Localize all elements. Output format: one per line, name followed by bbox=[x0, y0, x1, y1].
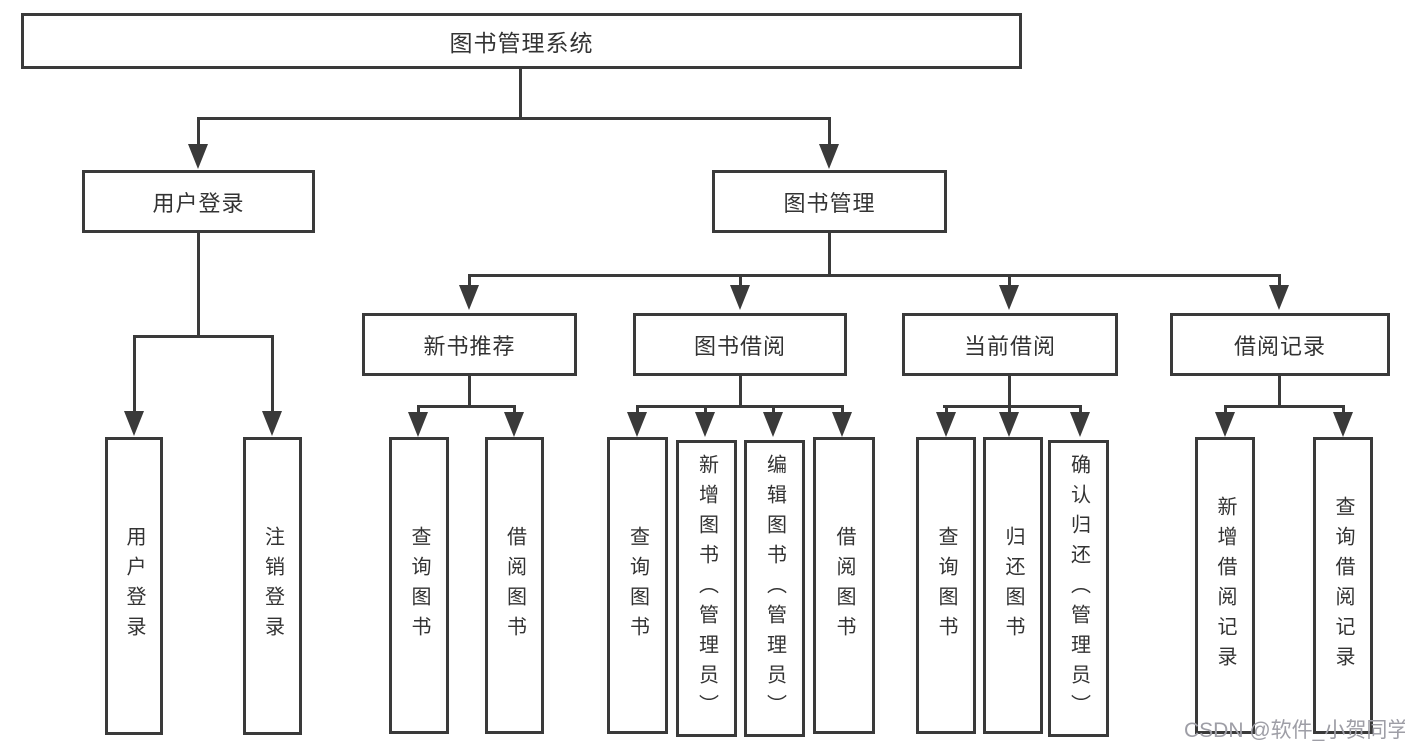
leaf-borrow-books-borrowing: 借阅图书 bbox=[813, 437, 875, 734]
arrow-down-icon bbox=[408, 412, 428, 437]
connector-line bbox=[468, 274, 1281, 277]
connector-line bbox=[1008, 376, 1011, 405]
connector-line bbox=[1278, 376, 1281, 405]
connector-line bbox=[513, 405, 516, 412]
arrow-down-icon bbox=[1269, 285, 1289, 310]
node-root: 图书管理系统 bbox=[21, 13, 1022, 69]
arrow-down-icon bbox=[188, 144, 208, 169]
connector-line bbox=[197, 117, 200, 145]
connector-line bbox=[197, 233, 200, 335]
connector-line bbox=[468, 376, 471, 405]
node-user-login: 用户登录 bbox=[82, 170, 315, 233]
connector-line bbox=[704, 405, 707, 412]
connector-line bbox=[197, 117, 831, 120]
connector-line bbox=[828, 233, 831, 274]
leaf-query-books-borrowing: 查询图书 bbox=[607, 437, 668, 734]
connector-line bbox=[1008, 405, 1011, 412]
node-new-book-recommend: 新书推荐 bbox=[362, 313, 577, 376]
connector-line bbox=[519, 69, 522, 117]
connector-line bbox=[1079, 405, 1082, 412]
arrow-down-icon bbox=[730, 285, 750, 310]
connector-line bbox=[636, 405, 639, 412]
leaf-borrow-books-recommend: 借阅图书 bbox=[485, 437, 544, 734]
connector-line bbox=[828, 117, 831, 145]
leaf-query-books-current: 查询图书 bbox=[916, 437, 976, 734]
connector-line bbox=[1342, 405, 1345, 412]
connector-line bbox=[1008, 274, 1011, 285]
connector-line bbox=[417, 405, 516, 408]
arrow-down-icon bbox=[695, 412, 715, 437]
connector-line bbox=[943, 405, 1082, 408]
connector-line bbox=[739, 274, 742, 285]
watermark: CSDN @软件_小贺同学 bbox=[1184, 719, 1405, 742]
connector-line bbox=[1224, 405, 1227, 412]
connector-line bbox=[841, 405, 844, 412]
connector-line bbox=[133, 335, 136, 411]
arrow-down-icon bbox=[459, 285, 479, 310]
connector-line bbox=[945, 405, 948, 412]
arrow-down-icon bbox=[1333, 412, 1353, 437]
leaf-user-login: 用户登录 bbox=[105, 437, 163, 735]
leaf-return-books: 归还图书 bbox=[983, 437, 1043, 734]
leaf-query-books-recommend: 查询图书 bbox=[389, 437, 449, 734]
node-book-borrowing: 图书借阅 bbox=[633, 313, 847, 376]
connector-line bbox=[636, 405, 844, 408]
leaf-query-borrow-record: 查询借阅记录 bbox=[1313, 437, 1373, 734]
leaf-logout: 注销登录 bbox=[243, 437, 302, 735]
connector-line bbox=[133, 335, 274, 338]
arrow-down-icon bbox=[262, 411, 282, 436]
connector-line bbox=[271, 335, 274, 411]
arrow-down-icon bbox=[819, 144, 839, 169]
node-current-borrowing: 当前借阅 bbox=[902, 313, 1118, 376]
connector-line bbox=[468, 274, 471, 285]
connector-line bbox=[417, 405, 420, 412]
arrow-down-icon bbox=[999, 412, 1019, 437]
connector-line bbox=[1278, 274, 1281, 285]
node-borrowing-records: 借阅记录 bbox=[1170, 313, 1390, 376]
leaf-add-borrow-record: 新增借阅记录 bbox=[1195, 437, 1255, 734]
arrow-down-icon bbox=[1070, 412, 1090, 437]
arrow-down-icon bbox=[936, 412, 956, 437]
arrow-down-icon bbox=[124, 411, 144, 436]
connector-line bbox=[772, 405, 775, 412]
connector-line bbox=[739, 376, 742, 405]
node-book-management: 图书管理 bbox=[712, 170, 947, 233]
leaf-edit-book-admin: 编辑图书（管理员） bbox=[744, 440, 805, 737]
leaf-add-book-admin: 新增图书（管理员） bbox=[676, 440, 737, 737]
arrow-down-icon bbox=[763, 412, 783, 437]
arrow-down-icon bbox=[999, 285, 1019, 310]
arrow-down-icon bbox=[627, 412, 647, 437]
arrow-down-icon bbox=[504, 412, 524, 437]
leaf-confirm-return-admin: 确认归还（管理员） bbox=[1048, 440, 1109, 737]
connector-line bbox=[1224, 405, 1344, 408]
arrow-down-icon bbox=[832, 412, 852, 437]
arrow-down-icon bbox=[1215, 412, 1235, 437]
